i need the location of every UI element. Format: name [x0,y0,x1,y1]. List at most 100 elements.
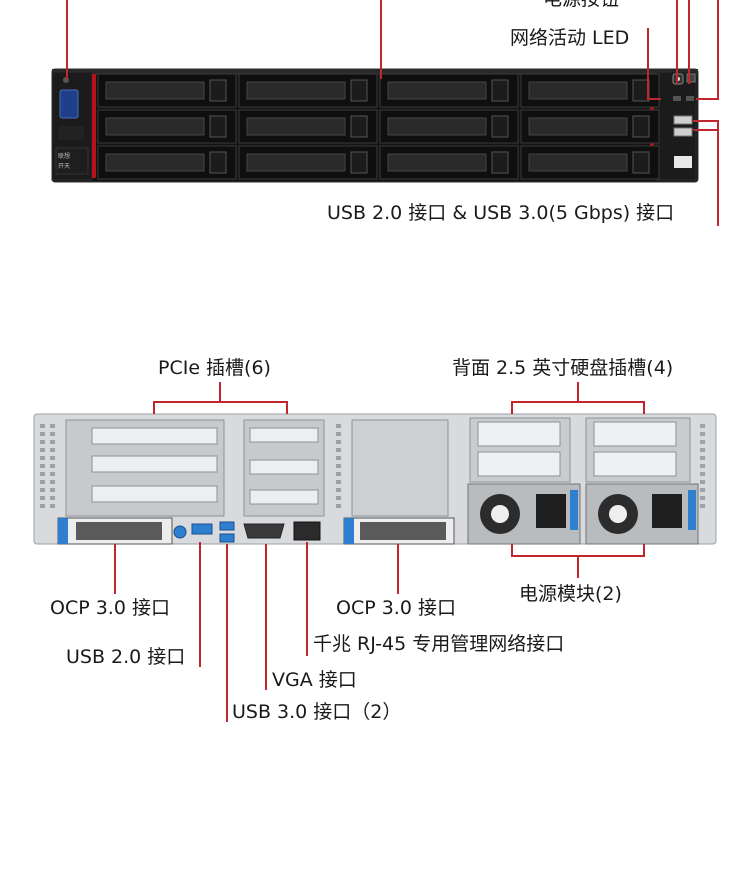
label-ocp-left: OCP 3.0 接口 [50,597,170,619]
vent-hole [336,424,341,428]
vent-hole [336,496,341,500]
rj45-port [293,521,321,541]
vent-hole [50,440,55,444]
vent-hole [700,432,705,436]
drive-bay-latch [209,115,227,138]
drive-bay-latch [209,79,227,102]
vent-hole [50,448,55,452]
drive-bay-mesh [105,153,205,172]
drive-bay-latch [350,115,368,138]
vent-hole [336,440,341,444]
vent-hole [700,456,705,460]
vent-hole [700,440,705,444]
drive-bay-latch [491,79,509,102]
vent-hole [40,448,45,452]
usb3-rear-port-2 [219,533,235,543]
vent-hole [40,496,45,500]
vent-hole [40,424,45,428]
vent-hole [336,464,341,468]
label-vga: VGA 接口 [272,669,357,691]
drive-bay-latch [209,151,227,174]
label-power-button: 电源按钮 [543,0,619,10]
pcie-riser-left [65,419,225,517]
vent-hole [40,504,45,508]
drive-bay-latch [350,79,368,102]
drive-bay-mesh [246,117,346,136]
front-usb-port-1 [673,115,693,125]
psu-right [585,483,699,545]
vent-hole [50,432,55,436]
drive-bay-mesh [387,117,487,136]
vent-hole [50,496,55,500]
label-rear-drive-bays: 背面 2.5 英寸硬盘插槽(4) [452,357,674,379]
vent-hole [50,456,55,460]
drive-bay-latch [491,115,509,138]
ocp-slot-right [343,517,455,545]
vent-hole [700,480,705,484]
vent-hole [336,472,341,476]
vent-hole [40,464,45,468]
drive-bay-latch [632,79,650,102]
front-drive-bays [97,73,660,180]
vent-hole [50,480,55,484]
drive-bay-mesh [387,81,487,100]
vent-hole [40,440,45,444]
vent-hole [700,488,705,492]
rear-drive-bays [469,417,691,483]
label-network-activity-led: 网络活动 LED [510,27,630,49]
vent-hole [700,424,705,428]
vent-hole [336,456,341,460]
usb3-rear-port-1 [219,521,235,531]
vent-hole [50,472,55,476]
vga-rear-port [243,523,285,539]
vga-front-port [59,89,79,119]
drive-bay-latch [632,115,650,138]
vent-hole [40,456,45,460]
drive-bay-latch [632,151,650,174]
drive-bay-mesh [105,117,205,136]
svg-text:联想: 联想 [58,152,70,160]
drive-bay-mesh [387,153,487,172]
drive-bay-mesh [105,81,205,100]
vent-hole [50,464,55,468]
vent-hole [336,504,341,508]
drive-bay-mesh [528,153,628,172]
vent-hole [40,480,45,484]
drive-bay-mesh [246,81,346,100]
drive-bay-latch [491,151,509,174]
vent-hole [336,480,341,484]
vent-hole [700,472,705,476]
vent-hole [336,432,341,436]
vent-hole [700,496,705,500]
usb2-rear-port [191,523,213,535]
label-usb2: USB 2.0 接口 [66,646,186,668]
vent-hole [336,488,341,492]
id-button-icon [173,525,187,539]
pcie-riser-right [243,419,325,517]
label-psu: 电源模块(2) [519,583,622,605]
vent-hole [700,504,705,508]
drive-bay-mesh [528,117,628,136]
vent-hole [336,448,341,452]
label-front-usb-ports: USB 2.0 接口 & USB 3.0(5 Gbps) 接口 [327,202,675,224]
front-usb-port-2 [673,127,693,137]
vent-hole [50,504,55,508]
label-usb3: USB 3.0 接口（2） [232,701,402,723]
vent-hole [40,472,45,476]
drive-bay-latch [350,151,368,174]
drive-bay-mesh [528,81,628,100]
vent-hole [50,424,55,428]
label-ocp-right: OCP 3.0 接口 [336,597,456,619]
vent-hole [50,488,55,492]
psu-left [467,483,581,545]
ocp-slot-left [57,517,173,545]
label-rj45: 千兆 RJ-45 专用管理网络接口 [313,633,565,655]
svg-text:开天: 开天 [58,163,70,170]
vent-hole [700,464,705,468]
vent-hole [40,488,45,492]
label-pcie-slots: PCIe 插槽(6) [158,357,271,379]
vent-hole [40,432,45,436]
drive-bay-mesh [246,153,346,172]
vent-hole [700,448,705,452]
